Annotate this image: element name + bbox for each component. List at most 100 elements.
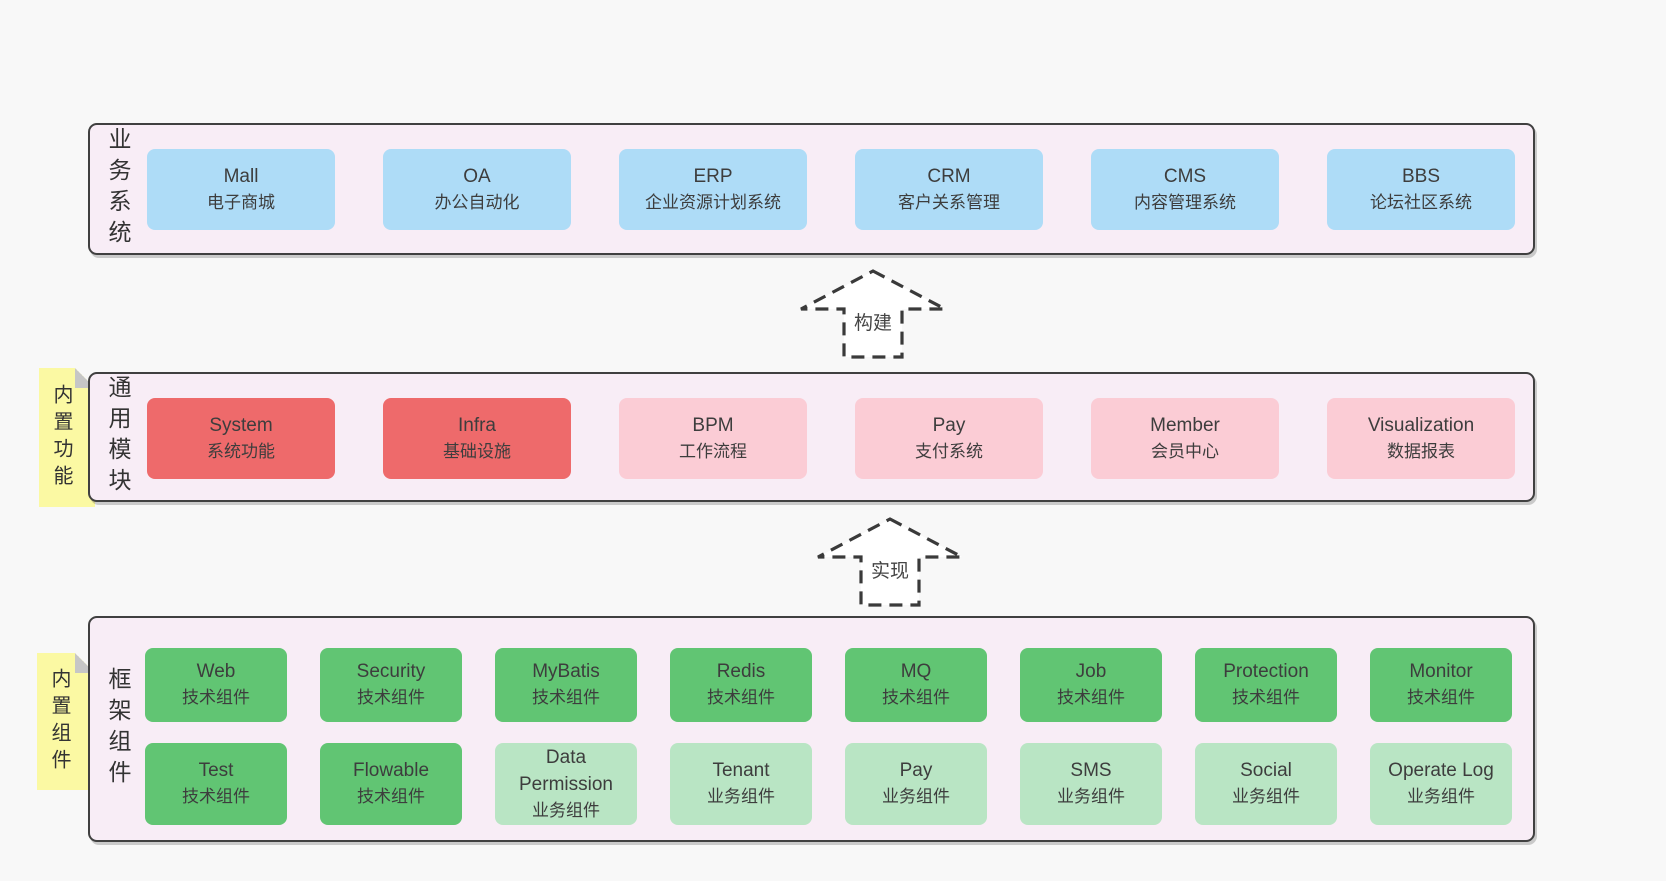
note-label: 内置功能: [50, 383, 72, 492]
box-job: Job 技术组件: [1020, 648, 1162, 722]
section-label-framework-components: 框架组件: [105, 667, 131, 791]
box-subtitle: 技术组件: [707, 688, 775, 708]
box-title: Protection: [1223, 661, 1309, 683]
box-sms: SMS 业务组件: [1020, 743, 1162, 825]
box-data-permission: Data Permission 业务组件: [495, 743, 637, 825]
box-social: Social 业务组件: [1195, 743, 1337, 825]
box-title: SMS: [1070, 760, 1112, 782]
box-subtitle: 业务组件: [1232, 787, 1300, 807]
sticky-note-built-in-features: 内置功能: [39, 368, 95, 507]
arrow-label: 实现: [870, 561, 909, 582]
box-title: Operate Log: [1388, 760, 1494, 782]
box-cms: CMS 内容管理系统: [1091, 149, 1279, 230]
box-title: Social: [1240, 760, 1292, 782]
box-title: Security: [356, 661, 426, 683]
box-subtitle: 企业资源计划系统: [645, 192, 781, 212]
box-title: Tenant: [712, 760, 770, 782]
section-label-common-modules: 通用模块: [105, 375, 131, 499]
box-title: MQ: [900, 661, 932, 683]
sticky-note-built-in-components: 内置组件: [37, 653, 95, 790]
box-title: Web: [196, 661, 236, 683]
box-subtitle: 业务组件: [1407, 787, 1475, 807]
box-subtitle: 技术组件: [357, 688, 425, 708]
up-arrow-icon: [800, 269, 946, 359]
box-bpm: BPM 工作流程: [619, 398, 807, 479]
box-erp: ERP 企业资源计划系统: [619, 149, 807, 230]
up-arrow-icon: [817, 517, 963, 607]
box-subtitle: 办公自动化: [434, 192, 520, 212]
box-visualization: Visualization 数据报表: [1327, 398, 1515, 479]
build-arrow: 构建: [798, 268, 948, 360]
framework-components-section: 框架组件 Web 技术组件 Security 技术组件 MyBatis 技术组件…: [88, 616, 1535, 842]
box-title: CRM: [927, 165, 971, 187]
box-title: Job: [1075, 661, 1107, 683]
box-subtitle: 业务组件: [1057, 787, 1125, 807]
box-subtitle: 客户关系管理: [898, 192, 1000, 212]
box-crm: CRM 客户关系管理: [855, 149, 1043, 230]
common-modules-row: System 系统功能 Infra 基础设施 BPM 工作流程 Pay 支付系统…: [147, 398, 1515, 479]
box-test: Test 技术组件: [145, 743, 287, 825]
box-title: System: [209, 414, 273, 436]
box-subtitle: 业务组件: [707, 787, 775, 807]
box-mq: MQ 技术组件: [845, 648, 987, 722]
box-subtitle: 技术组件: [182, 688, 250, 708]
box-operate-log: Operate Log 业务组件: [1370, 743, 1512, 825]
box-oa: OA 办公自动化: [383, 149, 571, 230]
box-protection: Protection 技术组件: [1195, 648, 1337, 722]
box-title: ERP: [693, 165, 733, 187]
box-redis: Redis 技术组件: [670, 648, 812, 722]
box-title: CMS: [1163, 165, 1207, 187]
box-subtitle: 系统功能: [207, 441, 275, 461]
framework-components-row-2: Test 技术组件 Flowable 技术组件 Data Permission …: [145, 743, 1512, 825]
box-subtitle: 技术组件: [532, 688, 600, 708]
business-systems-row: Mall 电子商城 OA 办公自动化 ERP 企业资源计划系统 CRM 客户关系…: [147, 149, 1515, 230]
box-monitor: Monitor 技术组件: [1370, 648, 1512, 722]
box-title: Pay: [932, 414, 966, 436]
box-subtitle: 基础设施: [443, 441, 511, 461]
box-member: Member 会员中心: [1091, 398, 1279, 479]
box-title: Mall: [223, 165, 259, 187]
box-title: Data Permission: [519, 746, 613, 795]
box-title: Infra: [457, 414, 497, 436]
box-title: Visualization: [1367, 414, 1475, 436]
box-subtitle: 技术组件: [357, 787, 425, 807]
box-subtitle: 技术组件: [182, 787, 250, 807]
box-subtitle: 技术组件: [1232, 688, 1300, 708]
box-title: Monitor: [1409, 661, 1473, 683]
box-title: Flowable: [352, 760, 430, 782]
box-subtitle: 技术组件: [1057, 688, 1125, 708]
section-label-business-systems: 业务系统: [105, 127, 131, 251]
box-subtitle: 技术组件: [1407, 688, 1475, 708]
box-web: Web 技术组件: [145, 648, 287, 722]
box-flowable: Flowable 技术组件: [320, 743, 462, 825]
box-title: Test: [198, 760, 234, 782]
box-title: OA: [463, 165, 491, 187]
box-system: System 系统功能: [147, 398, 335, 479]
box-mall: Mall 电子商城: [147, 149, 335, 230]
box-subtitle: 工作流程: [679, 441, 747, 461]
box-pay-module: Pay 支付系统: [855, 398, 1043, 479]
implement-arrow: 实现: [815, 516, 965, 608]
box-mybatis: MyBatis 技术组件: [495, 648, 637, 722]
box-subtitle: 数据报表: [1387, 441, 1455, 461]
box-subtitle: 支付系统: [915, 441, 983, 461]
box-subtitle: 内容管理系统: [1134, 192, 1236, 212]
box-title: Pay: [899, 760, 933, 782]
box-subtitle: 电子商城: [207, 192, 275, 212]
box-title: MyBatis: [532, 661, 600, 683]
box-tenant: Tenant 业务组件: [670, 743, 812, 825]
box-subtitle: 业务组件: [532, 800, 600, 820]
box-title: BPM: [692, 414, 734, 436]
arrow-label: 构建: [853, 313, 892, 334]
note-label: 内置组件: [48, 667, 70, 776]
box-pay-component: Pay 业务组件: [845, 743, 987, 825]
box-security: Security 技术组件: [320, 648, 462, 722]
business-systems-section: 业务系统 Mall 电子商城 OA 办公自动化 ERP 企业资源计划系统 CRM…: [88, 123, 1535, 255]
box-title: Redis: [716, 661, 766, 683]
box-bbs: BBS 论坛社区系统: [1327, 149, 1515, 230]
framework-components-row-1: Web 技术组件 Security 技术组件 MyBatis 技术组件 Redi…: [145, 648, 1512, 722]
common-modules-section: 通用模块 System 系统功能 Infra 基础设施 BPM 工作流程 Pay…: [88, 372, 1535, 502]
box-title: BBS: [1401, 165, 1441, 187]
box-subtitle: 论坛社区系统: [1370, 192, 1472, 212]
